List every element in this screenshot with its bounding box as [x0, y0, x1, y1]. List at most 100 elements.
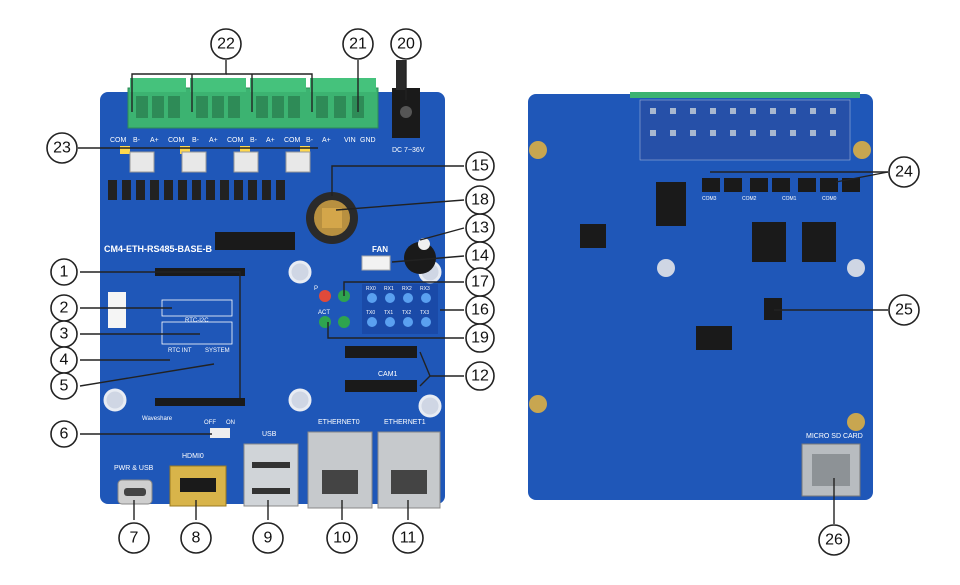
callouts: 1 2 3 4 5 6 7 8 9 10 11 12 13 14 15 16 1… — [46, 28, 920, 556]
tx-label: TX0 — [366, 310, 375, 316]
back-board: COM3 COM2 COM1 COM0 MICRO SD CARD — [528, 92, 873, 500]
callout-number: 5 — [60, 378, 69, 395]
off-label: OFF — [204, 420, 216, 426]
front-board: COM B- A+ COM B- A+ COM B- A+ COM B- A+ … — [100, 60, 445, 509]
callout-2: 2 — [50, 294, 78, 322]
cam1-label: CAM1 — [378, 371, 398, 378]
uart-led-array — [362, 284, 438, 334]
callout-number: 16 — [471, 302, 489, 319]
hdmi-label: HDMI0 — [182, 453, 204, 460]
tx-label: TX2 — [402, 310, 411, 316]
chip-row — [108, 180, 285, 200]
rtc-chip — [764, 298, 782, 320]
rtc-battery-holder — [306, 192, 358, 244]
callout-12: 12 — [465, 361, 495, 391]
callout-17: 17 — [465, 267, 495, 297]
usb-a-port — [243, 443, 299, 507]
callout-number: 3 — [60, 326, 69, 343]
terminal-label: B- — [250, 137, 258, 144]
callout-number: 19 — [471, 330, 489, 347]
callout-number: 14 — [471, 248, 489, 265]
callout-22: 22 — [210, 28, 242, 60]
leader-lines — [78, 60, 889, 524]
cm4-connector-bottom — [155, 398, 245, 406]
on-label: ON — [226, 420, 235, 426]
callout-10: 10 — [326, 522, 358, 554]
system-label: SYSTEM — [205, 348, 230, 354]
callout-number: 2 — [60, 300, 69, 317]
callout-number: 12 — [471, 368, 489, 385]
callout-8: 8 — [180, 522, 212, 554]
callout-number: 4 — [60, 352, 69, 369]
cam1-connector — [345, 380, 417, 392]
callout-9: 9 — [252, 522, 284, 554]
callout-number: 11 — [400, 530, 417, 547]
termination-switches — [120, 146, 310, 154]
callout-number: 6 — [60, 426, 69, 443]
dc-power-jack — [392, 60, 420, 138]
rtc-int-label: RTC INT — [168, 348, 192, 354]
rx-label: RX2 — [402, 286, 412, 292]
callout-number: 7 — [130, 530, 139, 547]
uart-led-labels: RX0 RX1 RX2 RX3 TX0 TX1 TX2 TX3 — [366, 286, 430, 316]
rx-label: RX1 — [384, 286, 394, 292]
terminal-label: B- — [192, 137, 200, 144]
callout-number: 15 — [471, 158, 489, 175]
power-led-label: P — [314, 286, 318, 292]
callout-13: 13 — [465, 213, 495, 243]
terminal-label: A+ — [266, 137, 275, 144]
callout-20: 20 — [390, 28, 422, 60]
terminal-label: A+ — [209, 137, 218, 144]
pwr-usb-label: PWR & USB — [114, 465, 154, 472]
callout-6: 6 — [50, 420, 78, 448]
callout-number: 17 — [471, 274, 489, 291]
callout-number: 22 — [217, 36, 235, 53]
usb-label: USB — [262, 431, 277, 438]
callout-number: 26 — [825, 532, 843, 549]
power-led — [319, 290, 331, 302]
terminal-label: B- — [306, 137, 314, 144]
cam0-connector — [345, 346, 417, 358]
dc-input-label: DC 7~36V — [392, 147, 425, 154]
callout-4: 4 — [50, 346, 78, 374]
boot-switch — [210, 428, 230, 438]
callout-15: 15 — [465, 151, 495, 181]
rtc-i2c-label: RTC-I2C — [185, 318, 209, 324]
terminal-label: COM — [284, 137, 301, 144]
fan-connector — [361, 255, 391, 271]
brand-logo: Waveshare — [142, 416, 173, 422]
callout-3: 3 — [50, 320, 78, 348]
callout-number: 25 — [895, 302, 913, 319]
com-label: COM1 — [782, 196, 797, 202]
buzzer — [404, 242, 436, 274]
callout-number: 13 — [471, 220, 489, 237]
terminal-label: B- — [133, 137, 141, 144]
callout-number: 18 — [471, 192, 489, 209]
callout-5: 5 — [50, 372, 78, 400]
callout-19: 19 — [465, 323, 495, 353]
gnd-label: GND — [360, 137, 376, 144]
com-label: COM2 — [742, 196, 757, 202]
callout-23: 23 — [46, 132, 78, 164]
eth1-label: ETHERNET1 — [384, 419, 426, 426]
callout-24: 24 — [888, 156, 920, 188]
com-isolators — [702, 178, 860, 192]
callout-number: 9 — [264, 530, 273, 547]
tx-label: TX1 — [384, 310, 393, 316]
callout-14: 14 — [465, 241, 495, 271]
micro-sd-label: MICRO SD CARD — [806, 433, 863, 440]
rx-label: RX0 — [366, 286, 376, 292]
callout-11: 11 — [392, 522, 424, 554]
terminal-label: COM — [168, 137, 185, 144]
callout-26: 26 — [818, 524, 850, 556]
callout-1: 1 — [50, 258, 78, 286]
act-led-label: ACT — [318, 310, 330, 316]
callout-number: 8 — [192, 530, 201, 547]
callout-18: 18 — [465, 185, 495, 215]
act-led — [319, 316, 331, 328]
board-name: CM4-ETH-RS485-BASE-B — [104, 244, 213, 254]
callout-number: 24 — [895, 164, 913, 181]
com-label: COM3 — [702, 196, 717, 202]
terminal-labels: COM B- A+ COM B- A+ COM B- A+ COM B- A+ … — [110, 137, 376, 144]
